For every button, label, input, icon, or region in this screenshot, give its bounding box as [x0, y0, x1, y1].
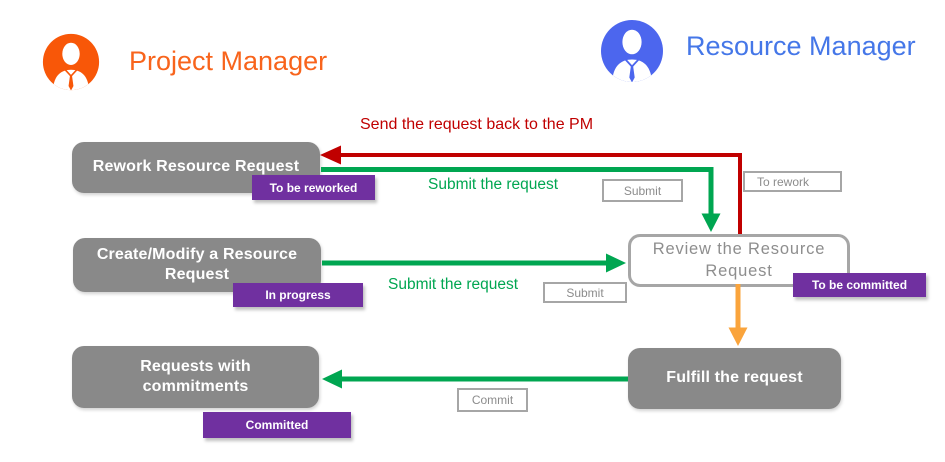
status-badge-to-be-committed: To be committed	[793, 273, 926, 297]
rm-title: Resource Manager	[686, 31, 916, 61]
node-label: Requests with commitments	[140, 357, 251, 395]
node-label: Create/Modify a Resource Request	[96, 245, 298, 283]
status-badge-in-progress: In progress	[233, 283, 363, 307]
pm-title: Project Manager	[129, 46, 328, 76]
status-badge-committed: Committed	[203, 412, 351, 438]
review-to-fulfill-arrow	[728, 284, 748, 346]
node-requests-with-commitments: Requests with commitments	[72, 346, 319, 408]
node-fulfill-request: Fulfill the request	[628, 348, 841, 409]
node-label: Fulfill the request	[666, 369, 803, 387]
send-back-label: Send the request back to the PM	[360, 116, 594, 133]
businessman-icon	[601, 20, 663, 82]
to-rework-button[interactable]: To rework	[743, 171, 842, 192]
node-label: Review the Resource Request	[652, 240, 826, 280]
node-create-modify-request: Create/Modify a Resource Request	[73, 238, 321, 292]
commit-arrow	[322, 369, 628, 389]
submit-request-mid-label: Submit the request	[388, 276, 519, 293]
node-label: Rework Resource Request	[92, 158, 300, 176]
status-badge-to-be-reworked: To be reworked	[252, 175, 375, 200]
submit-mid-arrow	[322, 253, 626, 273]
commit-button[interactable]: Commit	[457, 388, 528, 412]
submit-button-mid[interactable]: Submit	[543, 282, 627, 303]
submit-request-top-label: Submit the request	[428, 176, 559, 193]
businessman-icon	[42, 33, 100, 91]
submit-button-top[interactable]: Submit	[602, 179, 683, 202]
